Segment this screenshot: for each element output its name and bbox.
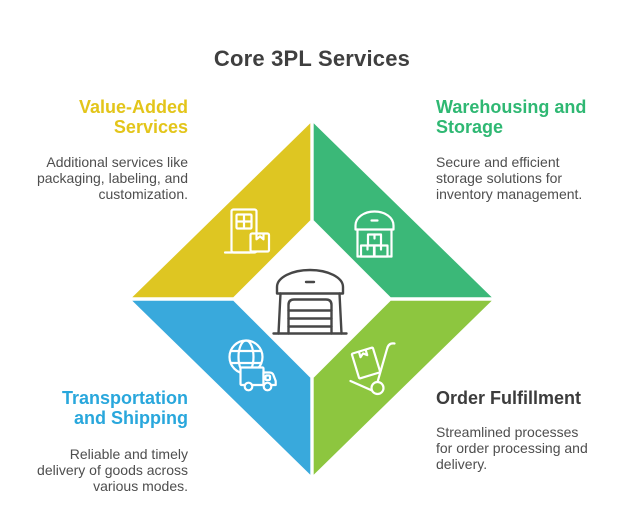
warehousing-description: Secure and efficient storage solutions f… — [436, 154, 583, 202]
page-title: Core 3PL Services — [213, 46, 411, 71]
globe-truck-icon — [228, 339, 277, 392]
warehousing-heading: Warehousing and Storage — [436, 97, 587, 137]
order-fulfillment-heading: Order Fulfillment — [436, 388, 582, 408]
quadrant-value-added — [132, 123, 311, 298]
warehouse-icon — [354, 210, 395, 258]
value-added-heading: Value-Added Services — [78, 97, 188, 137]
value-added-description: Additional services like packaging, labe… — [36, 154, 188, 202]
quadrant-warehousing — [313, 123, 492, 298]
order-fulfillment-description: Streamlined processes for order processi… — [436, 424, 588, 472]
transportation-heading: Transportation and Shipping — [61, 388, 188, 428]
garage-icon — [272, 268, 348, 335]
door-package-icon — [223, 208, 271, 254]
transportation-description: Reliable and timely delivery of goods ac… — [37, 446, 188, 494]
hand-truck-icon — [349, 342, 396, 396]
quadrant-order-fulfillment — [313, 300, 492, 475]
